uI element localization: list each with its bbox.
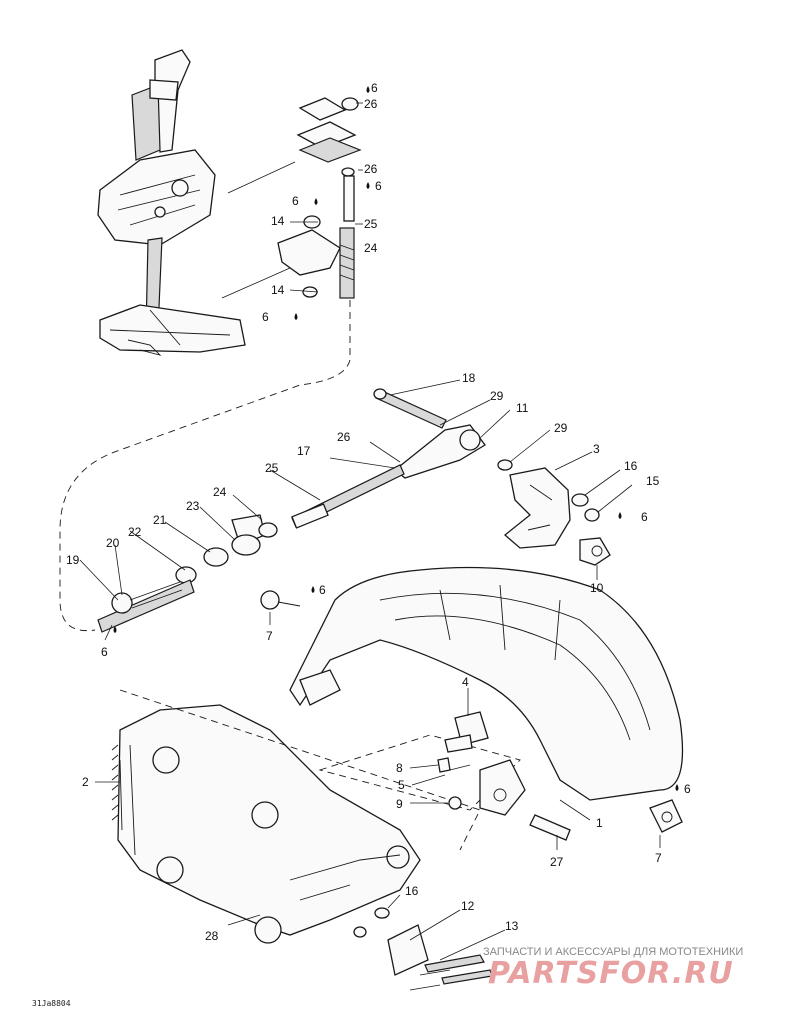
callout-label: 21 <box>153 513 167 527</box>
throttle-lever-assembly <box>97 49 296 356</box>
callout-label: 6 <box>262 310 269 324</box>
cable-bracket-stack <box>277 97 362 299</box>
callout-label: 5 <box>398 778 405 792</box>
callout-label: 18 <box>462 371 476 385</box>
callout-label: 3 <box>593 442 600 456</box>
mounting-bracket <box>111 689 481 944</box>
oil-drop-icon <box>314 198 318 205</box>
callout-label: 23 <box>186 499 200 513</box>
watermark-logo: PARTSFOR.RU <box>488 956 734 991</box>
callout-labels: 6 26 26 6 6 14 25 24 14 6 18 29 11 29 3 … <box>66 81 691 943</box>
callout-label: 6 <box>371 81 378 95</box>
callout-label: 26 <box>337 430 351 444</box>
callout-label: 7 <box>266 629 273 643</box>
oil-drop-icon <box>294 313 298 320</box>
callout-label: 10 <box>590 581 604 595</box>
callout-label: 25 <box>265 461 279 475</box>
oil-drop-icon <box>366 86 370 93</box>
callout-label: 26 <box>364 97 378 111</box>
bottom-hardware <box>353 907 493 991</box>
callout-label: 1 <box>596 816 603 830</box>
bolt-7 <box>649 799 683 833</box>
oil-drop-icon <box>311 586 315 593</box>
callout-label: 24 <box>364 241 378 255</box>
oil-drop-icon <box>675 784 679 791</box>
throttle-housing-cover <box>260 566 684 811</box>
callout-label: 27 <box>550 855 564 869</box>
oil-drop-icon <box>366 182 370 189</box>
lever-small-parts <box>437 711 571 841</box>
leader-lines <box>79 102 661 961</box>
callout-label: 16 <box>405 884 419 898</box>
callout-label: 22 <box>128 525 142 539</box>
callout-label: 12 <box>461 899 475 913</box>
callout-label: 6 <box>684 782 691 796</box>
callout-label: 15 <box>646 474 660 488</box>
callout-label: 14 <box>271 283 285 297</box>
callout-label: 25 <box>364 217 378 231</box>
callout-label: 20 <box>106 536 120 550</box>
callout-label: 26 <box>364 162 378 176</box>
callout-label: 9 <box>396 797 403 811</box>
callout-label: 16 <box>624 459 638 473</box>
callout-label: 28 <box>205 929 219 943</box>
cable-routing-line <box>59 300 351 632</box>
oil-drop-icon <box>618 512 622 519</box>
cable-support-bracket <box>503 467 611 566</box>
callout-label: 13 <box>505 919 519 933</box>
callout-label: 8 <box>396 761 403 775</box>
callout-label: 4 <box>462 675 469 689</box>
callout-label: 29 <box>554 421 568 435</box>
callout-label: 6 <box>319 583 326 597</box>
callout-label: 24 <box>213 485 227 499</box>
oil-drop-icon <box>113 626 117 633</box>
callout-label: 6 <box>292 194 299 208</box>
callout-label: 11 <box>516 401 529 415</box>
oil-drop-icons <box>113 86 679 791</box>
callout-label: 6 <box>375 179 382 193</box>
callout-label: 19 <box>66 553 80 567</box>
watermark-tagline: ЗАПЧАСТИ И АКСЕССУАРЫ ДЛЯ МОТОТЕХНИКИ <box>483 946 743 958</box>
callout-label: 7 <box>655 851 662 865</box>
callout-label: 6 <box>641 510 648 524</box>
figure-code: 31Ja8804 <box>32 999 71 1008</box>
callout-label: 17 <box>297 444 311 458</box>
callout-label: 14 <box>271 214 285 228</box>
callout-label: 29 <box>490 389 504 403</box>
callout-label: 2 <box>82 775 89 789</box>
throttle-cable-assembly <box>97 388 513 633</box>
callout-label: 6 <box>101 645 108 659</box>
